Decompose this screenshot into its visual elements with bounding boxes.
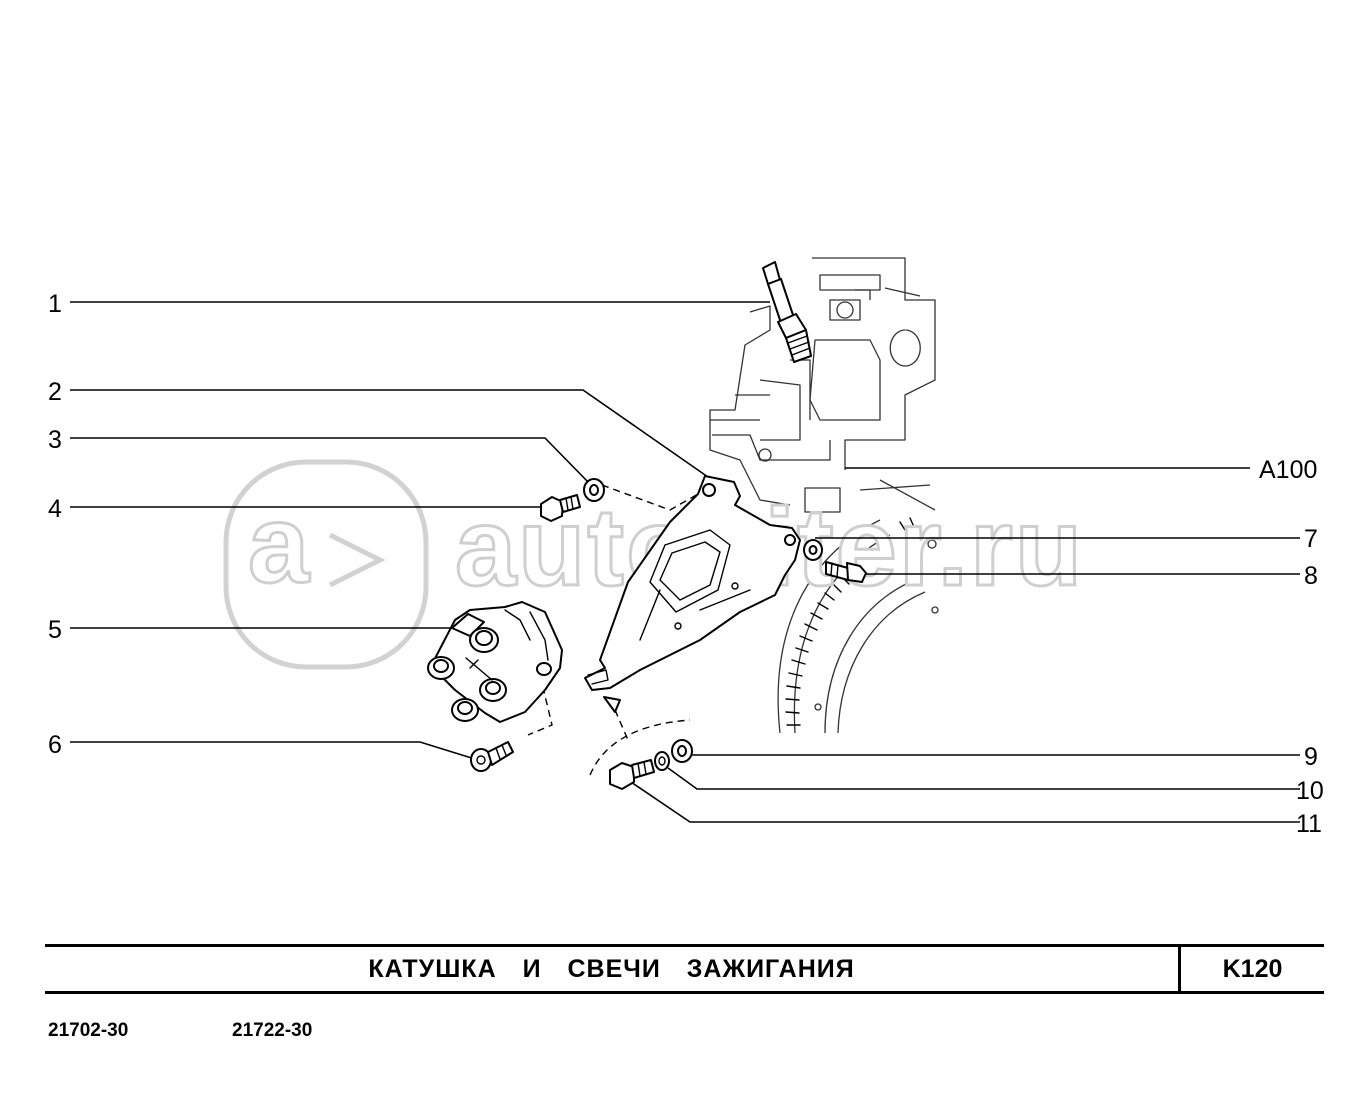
washer-7	[803, 539, 823, 561]
bolt-4	[540, 494, 581, 522]
leader-lines	[70, 301, 1300, 823]
callout-10: 10	[1296, 777, 1324, 805]
spark-plug	[762, 261, 812, 363]
assembly-path-arrow	[614, 709, 629, 741]
model-number-2: 21722-30	[232, 1020, 313, 1041]
diagram-title: КАТУШКА И СВЕЧИ ЗАЖИГАНИЯ	[45, 947, 1181, 991]
callout-7: 7	[1304, 525, 1318, 553]
callout-8: 8	[1304, 562, 1318, 590]
model-number-1: 21702-30	[48, 1020, 129, 1041]
assembly-arrow	[603, 696, 621, 713]
callout-11: 11	[1296, 810, 1322, 838]
title-block: КАТУШКА И СВЕЧИ ЗАЖИГАНИЯ K120	[45, 944, 1324, 994]
callout-5: 5	[48, 616, 62, 644]
washer-9	[671, 739, 693, 763]
diagram-code: K120	[1222, 954, 1283, 983]
callout-3: 3	[48, 426, 62, 454]
callout-6: 6	[48, 731, 62, 759]
bolt-8	[825, 561, 867, 583]
bolt-6	[470, 741, 514, 772]
bolt-11	[609, 759, 655, 790]
callout-1: 1	[48, 290, 62, 318]
ignition-coil	[427, 601, 563, 723]
spring-washer-10	[654, 751, 670, 771]
callout-9: 9	[1304, 743, 1318, 771]
engine-block-outline	[709, 257, 936, 513]
callout-labels: 1 2 3 4 5 6 A100 7 8 9 10 11	[48, 290, 1324, 838]
washer-3	[583, 478, 605, 502]
callout-2: 2	[48, 378, 62, 406]
assembly-path-3	[601, 484, 699, 511]
watermark-logo-letter: a	[248, 483, 311, 606]
ignition-coil-bracket	[584, 475, 801, 691]
callout-a100: A100	[1259, 456, 1317, 484]
callout-4: 4	[48, 495, 62, 523]
